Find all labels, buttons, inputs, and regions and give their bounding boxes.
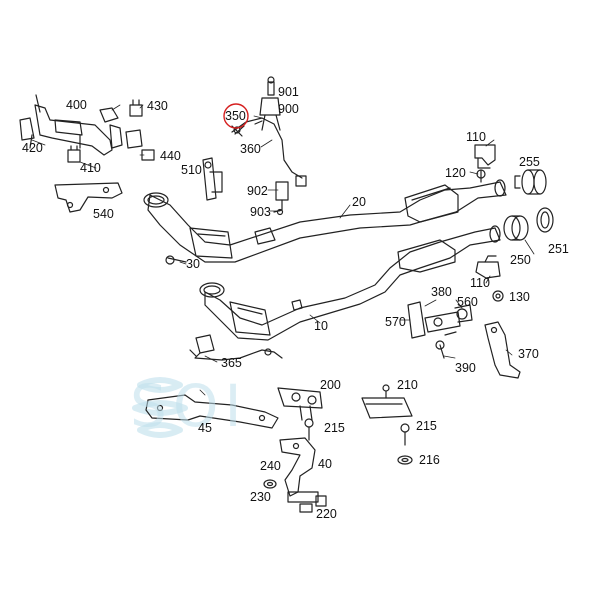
- callout-230: 230: [250, 490, 271, 504]
- watermark-logo: [132, 377, 188, 438]
- callout-110: 110: [466, 130, 486, 144]
- clamp-255: [514, 169, 547, 195]
- bolt-215-right: [400, 423, 410, 446]
- leader-lines: [31, 104, 535, 396]
- part-210: [361, 384, 413, 419]
- bracket-45: [145, 394, 279, 429]
- callout-220: 220: [316, 507, 337, 521]
- callout-440: 440: [160, 149, 181, 163]
- callout-251: 251: [548, 242, 569, 256]
- bracket-540: [54, 182, 123, 213]
- clamp-250: [503, 215, 529, 241]
- callout-200: 200: [320, 378, 341, 392]
- sensor-365: [189, 334, 283, 361]
- callout-400: 400: [66, 98, 87, 112]
- callout-510: 510: [181, 163, 202, 177]
- callout-240: 240: [260, 459, 281, 473]
- bolt-30: [165, 255, 187, 265]
- callout-901: 901: [278, 85, 299, 99]
- washer-216: [397, 455, 413, 465]
- part-902-903: [273, 181, 289, 216]
- callout-215-left: 215: [324, 421, 345, 435]
- callout-380: 380: [431, 285, 452, 299]
- bracket-40: [279, 437, 316, 497]
- part-220: [299, 495, 327, 513]
- callout-110-lower: 110: [470, 276, 490, 290]
- callout-255: 255: [519, 155, 540, 169]
- callout-410: 410: [80, 161, 101, 175]
- callout-430: 430: [147, 99, 168, 113]
- ring-251: [536, 207, 554, 233]
- watermark-text: SOI: [130, 372, 248, 440]
- callout-10: 10: [314, 319, 328, 333]
- callout-420: 420: [22, 141, 43, 155]
- bracket-110-120: [474, 144, 496, 183]
- callout-570: 570: [385, 315, 406, 329]
- callout-216: 216: [419, 453, 440, 467]
- callout-370: 370: [518, 347, 539, 361]
- callout-390: 390: [455, 361, 476, 375]
- exhaust-pipe-10: [199, 225, 501, 341]
- callout-560: 560: [457, 295, 478, 309]
- sensor-510: [202, 157, 223, 201]
- bracket-400-group: [19, 94, 155, 163]
- part-230: [287, 491, 319, 503]
- callout-45: 45: [198, 421, 212, 435]
- part-200: [277, 387, 323, 421]
- callout-903: 903: [250, 205, 271, 219]
- callout-250: 250: [510, 253, 531, 267]
- washer-240: [263, 479, 277, 489]
- callout-900: 900: [278, 102, 299, 116]
- callout-350: 350: [225, 109, 246, 123]
- callout-540: 540: [93, 207, 114, 221]
- callout-365: 365: [221, 356, 242, 370]
- callout-130: 130: [509, 290, 530, 304]
- callout-360: 360: [240, 142, 261, 156]
- part-900-901: [259, 76, 281, 131]
- callout-20: 20: [352, 195, 366, 209]
- bolt-215-left: [304, 418, 314, 441]
- highlight-circle: [223, 103, 249, 129]
- callout-210: 210: [397, 378, 418, 392]
- callout-30: 30: [186, 257, 200, 271]
- callout-40: 40: [318, 457, 332, 471]
- exhaust-pipe-20: [143, 179, 507, 263]
- callout-120: 120: [445, 166, 466, 180]
- callout-902: 902: [247, 184, 268, 198]
- bracket-110-130: [475, 255, 504, 302]
- hanger-assembly-380: [407, 301, 473, 359]
- callout-215-right: 215: [416, 419, 437, 433]
- bracket-370: [484, 321, 521, 379]
